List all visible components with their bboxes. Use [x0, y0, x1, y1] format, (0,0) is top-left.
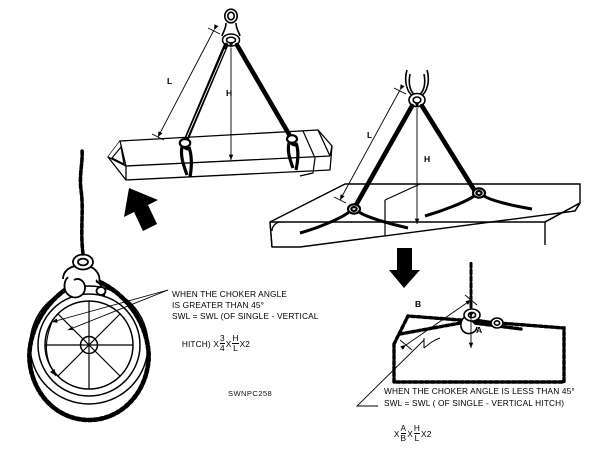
beam-end-triangle-hole [111, 145, 125, 166]
choker-rope-standing-part [78, 148, 85, 256]
figure-canvas: L H L H B A WHEN THE CHOKER ANGLE IS GRE… [27, 8, 581, 442]
wheel-angle-leader [51, 289, 169, 331]
note-greater-hitch-word: HITCH) [181, 339, 211, 350]
note-less-line-2: SWL = SWL ( OF SINGLE - VERTICAL HITCH) [384, 398, 565, 408]
fraction-numerator: H [232, 333, 239, 344]
fraction-denominator: B [400, 432, 407, 443]
diagram-flat-slab-basket-hitch [269, 69, 581, 248]
note-less-suffix: X2 [421, 429, 432, 440]
dimension-label-L-left: L [167, 76, 173, 86]
note-less-line-1: WHEN THE CHOKER ANGLE IS LESS THAN 45° [384, 386, 575, 396]
wheel-spokes [45, 301, 133, 389]
beam-triangular-body [107, 129, 333, 181]
slab-choker-left [299, 203, 409, 235]
slab-corner-round [271, 221, 282, 232]
note-greater-line-2: IS GREATER THAN 45° [172, 300, 265, 310]
block-note-leader [355, 339, 425, 407]
choker-wrap-left [178, 137, 193, 178]
note-greater-line-3: SWL = SWL (OF SINGLE - VERTICAL [172, 311, 319, 321]
choker-hook [62, 253, 107, 299]
diagram-wheel-choker-hitch [27, 148, 169, 423]
diagram-block-choker-hitch [355, 260, 566, 407]
fraction-numerator: 3 [220, 333, 225, 344]
wheel-angle-arc [45, 321, 57, 377]
sling-lifting-ring [221, 8, 241, 37]
fraction-denominator: 4 [220, 342, 225, 353]
choker-wrap-right [285, 134, 300, 171]
sling-hitch-illustration [27, 8, 581, 423]
flow-arrow-to-block [389, 248, 420, 288]
flow-arrow-to-wheel [124, 188, 158, 231]
dimension-label-H-right: H [424, 154, 431, 164]
dimension-label-B: B [415, 299, 422, 309]
note-greater-mult-2: X [225, 339, 232, 350]
sling-leg-left-edge [186, 48, 226, 138]
note-greater-line-1: WHEN THE CHOKER ANGLE [172, 289, 288, 299]
note-greater-mult-1: X [213, 339, 219, 350]
fraction-numerator: A [400, 423, 407, 434]
beam-end-cap-right [299, 130, 316, 177]
dimension-label-A: A [476, 325, 483, 335]
diagram-triangular-beam-basket-hitch [107, 8, 333, 181]
fraction-numerator: H [413, 423, 421, 434]
dimension-label-H-left: H [226, 88, 233, 98]
block-angle-mark [423, 337, 441, 349]
slab-hook [404, 69, 430, 108]
slab-sling-leg-right [419, 103, 481, 199]
note-greater-suffix: X2 [239, 339, 251, 350]
sling-leg-right [234, 42, 293, 139]
dimension-label-L-right: L [367, 130, 373, 140]
fraction-denominator: L [413, 432, 421, 443]
slab-dimension-leg-length-L [333, 84, 407, 204]
note-less-mult-2: X [407, 429, 413, 440]
slab-choker-right [424, 187, 533, 218]
fraction-denominator: L [232, 342, 239, 353]
figure-code: SWNPC258 [228, 389, 273, 398]
choker-rope-loop-inner [28, 280, 150, 421]
block-dimension-B [399, 294, 478, 351]
note-less-mult-1: X [393, 429, 400, 440]
dimension-leg-length-L [151, 24, 221, 141]
